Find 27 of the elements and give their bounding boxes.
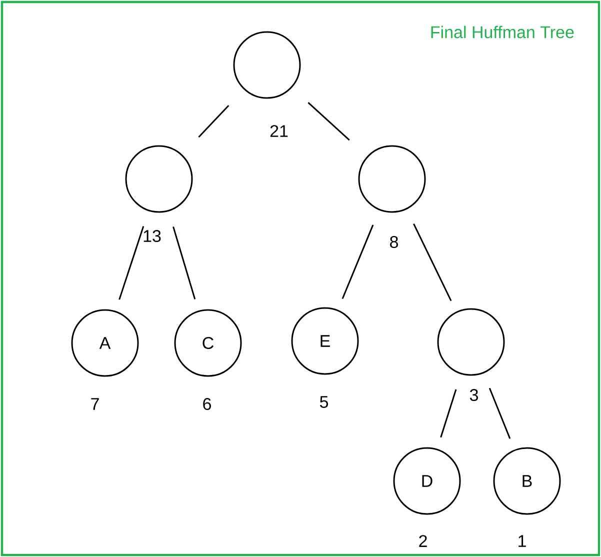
tree-node — [358, 145, 426, 213]
weight-label: 5 — [320, 396, 328, 408]
tree-node — [233, 31, 301, 99]
weight-label: 6 — [203, 398, 211, 410]
weight-label: 13 — [144, 230, 161, 242]
tree-node: E — [291, 307, 359, 375]
edge-line — [488, 388, 511, 439]
tree-node: A — [71, 309, 139, 377]
edge-line — [342, 224, 374, 300]
weight-label: 7 — [91, 398, 99, 410]
edge-line — [118, 226, 144, 300]
edge-line — [172, 226, 196, 300]
tree-node — [437, 308, 505, 376]
weight-label: 8 — [390, 236, 398, 248]
title: Final Huffman Tree — [431, 26, 574, 38]
tree-node: D — [393, 447, 461, 515]
tree-node: C — [174, 309, 242, 377]
edge-line — [413, 223, 452, 302]
weight-label: 21 — [270, 125, 288, 137]
tree-node: B — [493, 447, 561, 515]
tree-node — [125, 145, 193, 213]
weight-label: 1 — [518, 535, 526, 547]
weight-label: 3 — [470, 388, 478, 402]
weight-label: 2 — [419, 535, 427, 547]
edge-line — [308, 102, 350, 141]
edge-line — [198, 104, 230, 138]
edge-line — [440, 389, 457, 438]
